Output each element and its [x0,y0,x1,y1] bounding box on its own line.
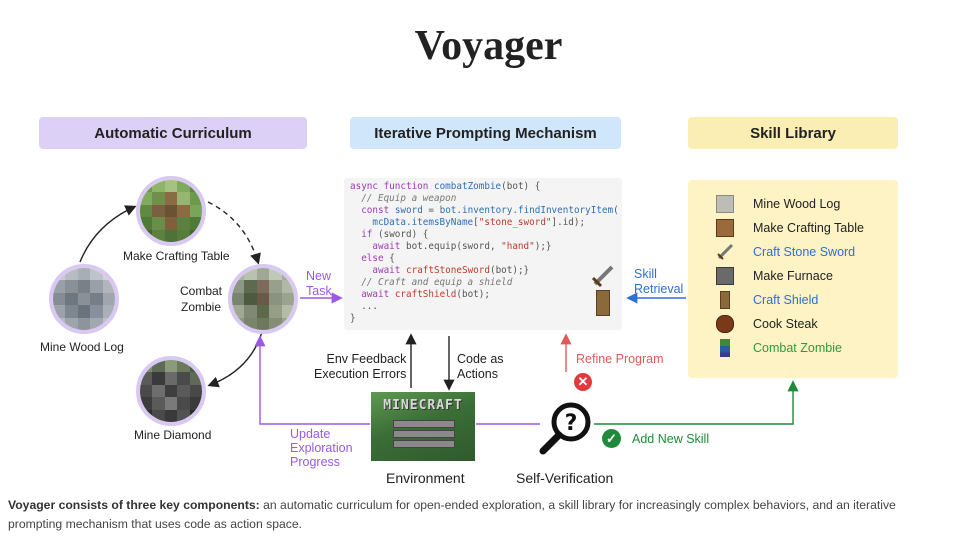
code-line-9: await craftShield(bot); [361,289,490,300]
skill-library-header: Skill Library [688,117,898,149]
skill-item: Make Crafting Table [688,217,864,239]
arrow-add-new-skill [594,380,799,425]
skill-library-panel: Mine Wood Log Make Crafting Table Craft … [688,180,898,378]
arrow-wood-to-table [79,205,137,263]
code-line-0: async function combatZombie(bot) { [350,181,541,192]
refine-program-label: Refine Program [576,352,664,366]
combat-zombie-node [228,264,298,334]
furnace-icon [716,267,734,285]
make-crafting-table-label: Make Crafting Table [123,249,230,263]
env-feedback-label: Env Feedback Execution Errors [314,352,407,381]
code-snippet: async function combatZombie(bot) { // Eq… [344,178,622,330]
shield-icon [720,291,730,309]
zombie-icon [720,339,730,357]
stone-sword-icon [591,265,614,288]
figure-caption: Voyager consists of three key components… [8,496,908,534]
arrow-update-progress [254,335,370,425]
skill-item: Craft Shield [688,289,818,311]
mine-diamond-node [136,356,206,426]
steak-icon [716,315,734,333]
add-new-skill-label: Add New Skill [632,432,710,446]
stone-sword-icon [717,243,734,260]
code-line-3: mcData.itemsByName["stone_sword"].id); [372,217,586,228]
skill-label: Combat Zombie [753,341,842,355]
code-line-10: ... [350,301,378,312]
make-crafting-table-node [136,176,206,246]
code-line-4: if (sword) { [361,229,429,240]
caption-rest: an automatic curriculum for open-ended e… [8,498,896,531]
caption-bold: Voyager consists of three key components… [8,498,260,512]
check-icon: ✓ [602,429,621,448]
arrow-zombie-to-diamond [207,331,263,388]
skill-item: Cook Steak [688,313,818,335]
minecraft-environment-image: MINECRAFT [371,392,475,461]
skill-label: Make Furnace [753,269,833,283]
iterative-prompting-header: Iterative Prompting Mechanism [350,117,621,149]
mine-diamond-label: Mine Diamond [134,428,212,442]
code-line-6: else { [361,253,395,264]
code-line-8: // Craft and equip a shield [350,277,513,288]
skill-label: Craft Shield [753,293,819,307]
error-x-icon: ✕ [574,373,592,391]
skill-item: Mine Wood Log [688,193,840,215]
self-verification-label: Self-Verification [516,470,614,486]
update-progress-label: Update Exploration Progress [290,427,353,469]
skill-label: Make Crafting Table [753,221,864,235]
code-line-7: await craftStoneSword(bot);} [372,265,530,276]
mine-wood-log-label: Mine Wood Log [40,340,124,354]
skill-item: Craft Stone Sword [688,241,855,263]
code-as-actions-label: Code as Actions [457,352,504,381]
crafting-table-icon [716,219,734,237]
minecraft-logo: MINECRAFT [383,398,463,413]
magnifier-question-icon: ? [539,402,591,455]
code-line-1: // Equip a weapon [350,193,457,204]
wood-log-icon [716,195,734,213]
code-line-2: const sword = bot.inventory.findInventor… [361,205,619,216]
svg-text:?: ? [565,411,578,436]
skill-label: Cook Steak [753,317,818,331]
code-line-5: await bot.equip(sword, "hand");} [372,241,552,252]
skill-label: Craft Stone Sword [753,245,856,259]
automatic-curriculum-header: Automatic Curriculum [39,117,307,149]
shield-icon [596,290,610,316]
skill-label: Mine Wood Log [753,197,841,211]
page-title: Voyager [414,23,563,69]
skill-item: Combat Zombie [688,337,842,359]
arrow-table-to-zombie [207,201,261,265]
environment-label: Environment [386,470,465,486]
skill-retrieval-label: Skill Retrieval [634,267,684,296]
mine-wood-log-node [49,264,119,334]
code-line-11: } [350,313,356,324]
combat-zombie-label: Combat Zombie [180,284,223,314]
skill-item: Make Furnace [688,265,833,287]
new-task-label: New Task [306,269,332,298]
